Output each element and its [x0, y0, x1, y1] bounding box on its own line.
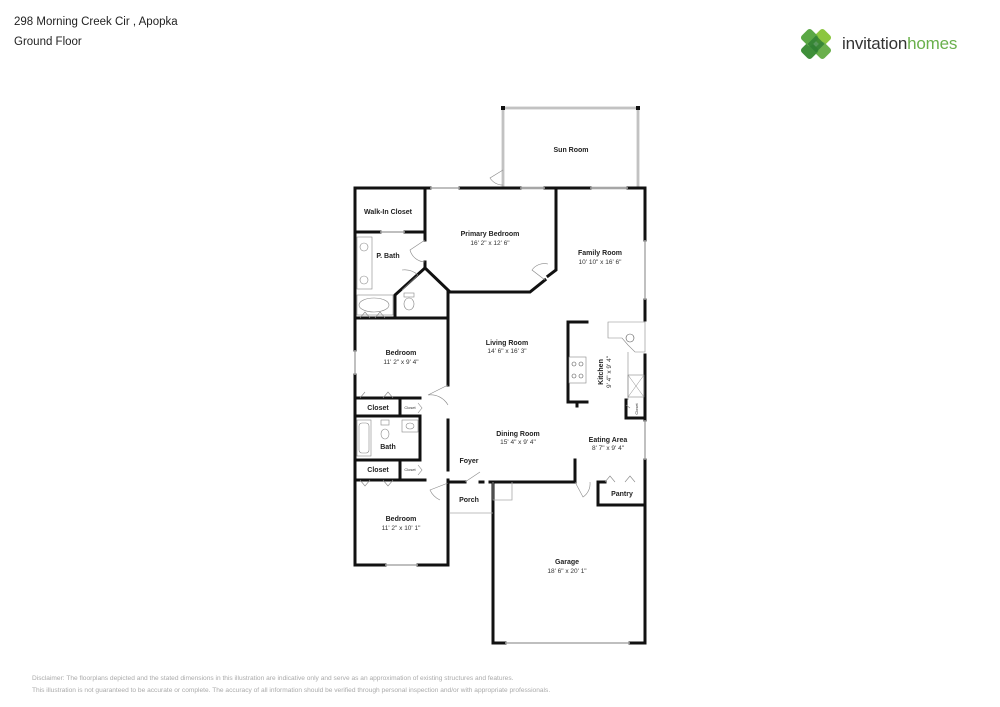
- p-bath-label: P. Bath: [376, 253, 399, 260]
- primary-bedroom-label: Primary Bedroom: [461, 231, 520, 238]
- eating-area-label: Eating Area: [589, 437, 628, 444]
- family-room-dims: 10' 10" x 16' 6": [579, 259, 623, 266]
- brand-logo: invitationhomes: [798, 26, 957, 62]
- bedroom-1-label: Bedroom: [386, 350, 417, 357]
- doors: [359, 239, 636, 501]
- closet-small-2-label: Closet: [404, 467, 416, 472]
- family-room-label: Family Room: [578, 250, 622, 257]
- logo-clover-icon: [800, 28, 832, 60]
- sun-room: Sun Room: [489, 106, 640, 190]
- floor-label: Ground Floor: [14, 36, 82, 48]
- logo-wordmark: invitationhomes: [842, 34, 958, 53]
- bath-label: Bath: [380, 444, 396, 451]
- living-room-label: Living Room: [486, 340, 528, 347]
- dining-room-label: Dining Room: [496, 431, 540, 438]
- disclaimer-line-1: Disclaimer: The floorplans depicted and …: [32, 675, 514, 682]
- living-room-dims: 14' 6" x 16' 3": [487, 348, 527, 355]
- kitchen-dims: 9' 4" x 9' 4": [606, 355, 613, 388]
- disclaimer-line-2: This illustration is not guaranteed to b…: [32, 687, 551, 694]
- bedroom-2-label: Bedroom: [386, 516, 417, 523]
- bath-fixtures: [356, 236, 419, 457]
- kitchen-label: Kitchen: [598, 359, 605, 385]
- disclaimer: Disclaimer: The floorplans depicted and …: [32, 673, 550, 697]
- eating-area-dims: 8' 7" x 9' 4": [592, 445, 625, 452]
- garage-dims: 18' 6" x 20' 1": [547, 568, 587, 575]
- foyer-label: Foyer: [459, 458, 478, 465]
- kitchen-closet-label: Closet: [634, 402, 639, 414]
- windows: [354, 187, 646, 644]
- walk-in-closet-label: Walk-In Closet: [364, 209, 413, 216]
- porch-label: Porch: [459, 497, 479, 504]
- header: 298 Morning Creek Cir , Apopka Ground Fl…: [14, 12, 178, 52]
- closet-small-1-label: Closet: [404, 405, 416, 410]
- closet-2-label: Closet: [367, 467, 389, 474]
- sun-room-label: Sun Room: [554, 147, 589, 154]
- garage-label: Garage: [555, 559, 579, 566]
- primary-bedroom-dims: 16' 2" x 12' 6": [470, 240, 510, 247]
- dining-room-dims: 15' 4" x 9' 4": [500, 439, 536, 446]
- property-address: 298 Morning Creek Cir , Apopka: [14, 16, 178, 28]
- bedroom-1-dims: 11' 2" x 9' 4": [383, 359, 419, 366]
- porch-outline: [450, 482, 513, 514]
- bedroom-2-dims: 11' 2" x 10' 1": [382, 525, 421, 532]
- closet-1-label: Closet: [367, 405, 389, 412]
- pantry-label: Pantry: [611, 491, 633, 498]
- kitchen-fixtures: [568, 321, 646, 400]
- walls: [353, 186, 647, 645]
